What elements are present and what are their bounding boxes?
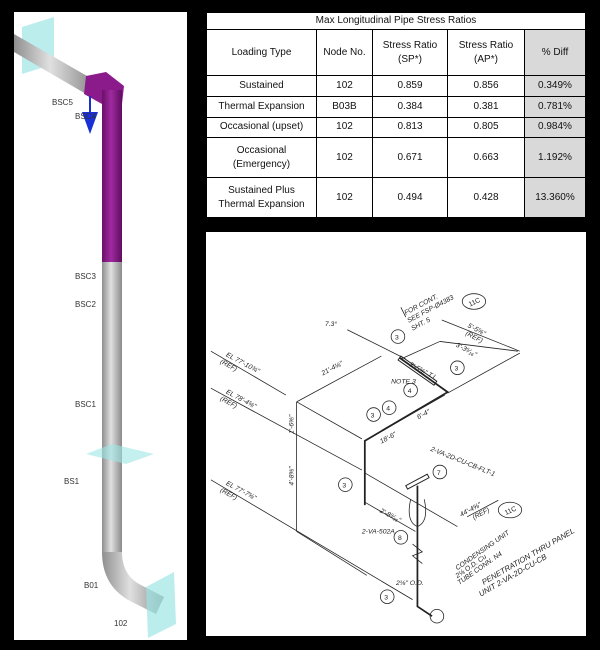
drawing-label: 18'-6" — [379, 431, 398, 446]
column-header: % Diff — [524, 28, 586, 77]
drawing-label: 7.3° — [325, 320, 337, 328]
column-header: Loading Type — [206, 28, 317, 77]
ref-bubble-text: 11C — [468, 297, 482, 308]
dim-line — [296, 401, 363, 440]
table-cell: Occasional (Emergency) — [206, 137, 317, 179]
table-cell: 102 — [316, 137, 373, 179]
table-cell: 0.856 — [447, 75, 525, 97]
dim-line — [347, 329, 406, 360]
dim-line — [400, 341, 441, 360]
dim-line — [400, 307, 407, 318]
valve-8 — [411, 543, 424, 564]
drawing-label: 1'-6⅝" — [289, 414, 296, 434]
table-cell: 0.384 — [372, 95, 448, 118]
dim-line — [447, 352, 520, 394]
pipe-horizontal-run — [14, 34, 94, 94]
dim-line — [296, 355, 382, 403]
node-label: BSC1 — [75, 400, 96, 409]
column-header: Stress Ratio (AP*) — [447, 28, 525, 77]
callout-number: 3 — [395, 334, 399, 341]
pipe-route — [363, 357, 450, 617]
dim-line — [364, 501, 416, 532]
callout-number: 4 — [386, 406, 390, 413]
table-cell: 0.381 — [447, 95, 525, 118]
stress-ratio-table-panel: Max Longitudinal Pipe Stress Ratios Load… — [206, 12, 586, 218]
el-line — [210, 387, 363, 471]
table-cell: Sustained — [206, 75, 317, 97]
table-cell: Thermal Expansion — [206, 95, 317, 118]
table-cell: 0.663 — [447, 137, 525, 179]
callout-bubbles — [338, 293, 523, 604]
isometric-drawing-svg: 3 3 4 4 3 3 7 8 3 11C 11C FOR CONT. SEE … — [210, 293, 576, 624]
pipe-model-svg: BSC5 BSC4 BSC3 BSC2 BSC1 BS1 B01 102 — [14, 17, 176, 638]
hatched-support — [397, 355, 438, 386]
callout-number: 3 — [454, 366, 458, 373]
node-label: B01 — [84, 581, 99, 590]
drawing-label: 2⅛" O.D. — [395, 580, 424, 587]
load-arrow-icon — [82, 112, 98, 134]
table-cell: 0.781% — [524, 95, 586, 118]
ref-bubble-text: 11C — [504, 505, 518, 516]
node-label: BSC5 — [52, 98, 73, 107]
pipe-vertical — [102, 262, 122, 552]
column-header: Stress Ratio (SP*) — [372, 28, 448, 77]
callout-number: 3 — [342, 483, 346, 490]
table-cell: 0.859 — [372, 75, 448, 97]
table-cell: 102 — [316, 75, 373, 97]
pipe-model-view: BSC5 BSC4 BSC3 BSC2 BSC1 BS1 B01 102 — [14, 12, 187, 640]
table-cell: 0.349% — [524, 75, 586, 97]
table-cell: 0.428 — [447, 177, 525, 218]
valve-loop — [408, 499, 427, 527]
callout-number: 3 — [384, 595, 388, 602]
callout-number: 3 — [371, 412, 375, 419]
support-plane-mid — [86, 444, 154, 464]
table-cell: 0.813 — [372, 116, 448, 139]
table-cell: 102 — [316, 177, 373, 218]
dim-line — [441, 319, 520, 352]
drawing-label: 21'-4⅛" — [320, 360, 345, 378]
el-line — [210, 350, 287, 396]
drawing-label: 2'-8⁹⁄₁₆" — [378, 507, 403, 525]
drawing-label: NOTE 3 — [391, 378, 416, 385]
drawing-label: 2-VA-502A — [361, 528, 395, 535]
node-label: BSC4 — [75, 112, 96, 121]
node-label: BSC2 — [75, 300, 96, 309]
table-cell: 13.360% — [524, 177, 586, 218]
node-label: BS1 — [64, 477, 80, 486]
table-cell: 0.494 — [372, 177, 448, 218]
dim-line — [364, 472, 458, 527]
el-line — [210, 479, 413, 600]
table-title: Max Longitudinal Pipe Stress Ratios — [206, 12, 586, 30]
callout-number: 8 — [398, 535, 402, 542]
support-plane-bottom — [146, 572, 176, 638]
table-cell: 0.805 — [447, 116, 525, 139]
callout-number: 4 — [408, 388, 412, 395]
isometric-drawing: 3 3 4 4 3 3 7 8 3 11C 11C FOR CONT. SEE … — [206, 232, 586, 636]
dim-line — [466, 499, 499, 518]
dim-line — [296, 531, 367, 576]
drawing-label: 4'-8⅝" — [289, 466, 296, 486]
pipe-vertical-highlight — [102, 90, 122, 262]
dim-line — [439, 341, 518, 352]
table-cell: 1.192% — [524, 137, 586, 179]
column-header: Node No. — [316, 28, 373, 77]
table-cell: 102 — [316, 116, 373, 139]
node-label: 102 — [114, 619, 128, 628]
hatched-support — [405, 473, 430, 490]
table-cell: Sustained Plus Thermal Expansion — [206, 177, 317, 218]
stress-ratio-table: Max Longitudinal Pipe Stress Ratios Load… — [206, 12, 586, 218]
table-cell: Occasional (upset) — [206, 116, 317, 139]
table-cell: B03B — [316, 95, 373, 118]
callout-number: 7 — [437, 470, 441, 477]
table-cell: 0.984% — [524, 116, 586, 139]
penetration-symbol — [429, 608, 445, 624]
table-header-row: Loading Type Node No. Stress Ratio (SP*)… — [206, 28, 586, 77]
node-label: BSC3 — [75, 272, 96, 281]
table-cell: 0.671 — [372, 137, 448, 179]
